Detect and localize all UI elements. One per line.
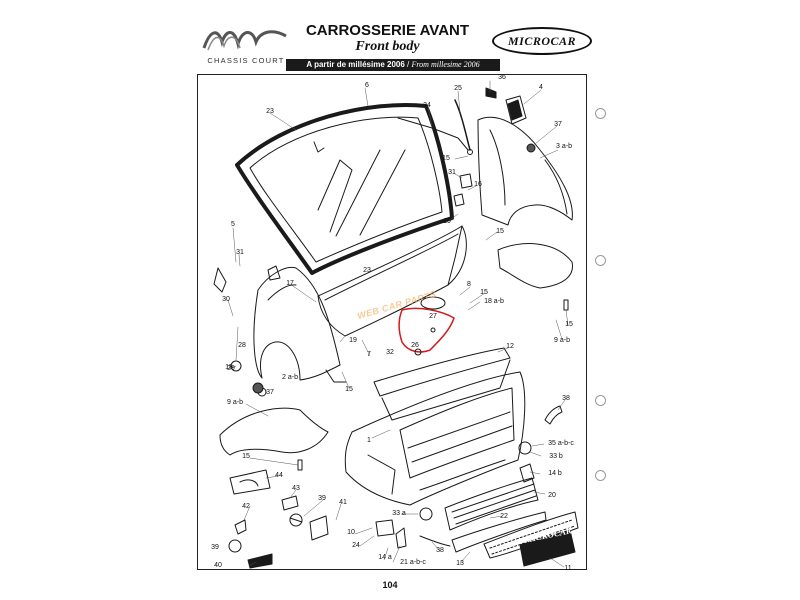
brand-badge-text: MICROCAR xyxy=(507,33,577,48)
callout-2ab: 2 a-b xyxy=(282,374,298,381)
grille-insert-part xyxy=(444,477,539,531)
callout-40: 40 xyxy=(214,562,222,569)
binder-hole xyxy=(595,395,606,406)
callout-7: 7 xyxy=(367,351,371,358)
callout-39: 39 xyxy=(211,544,219,551)
banner-text-en: From millesime 2006 xyxy=(411,60,480,69)
callout-16: 16 xyxy=(474,181,482,188)
callout-23: 23 xyxy=(363,267,371,274)
page-subtitle: Front body xyxy=(355,39,420,54)
diagram-frame xyxy=(197,74,587,570)
front-bumper-part xyxy=(344,371,526,506)
callout-21abc: 21 a-b-c xyxy=(400,559,426,566)
headlamp-seal-part xyxy=(398,307,455,353)
callout-15: 15 xyxy=(496,228,504,235)
wiper-part xyxy=(397,99,473,155)
callout-9ab-left: 9 a-b xyxy=(227,399,243,406)
lower-grille-part xyxy=(483,511,579,559)
callout-38: 38 xyxy=(436,547,444,554)
callout-31: 31 xyxy=(448,169,456,176)
fog-lamp-left xyxy=(419,507,433,521)
callout-15: 15 xyxy=(225,364,233,371)
callout-37: 37 xyxy=(554,121,562,128)
banner-text-fr: A partir de millésime 2006 xyxy=(306,60,405,69)
front-wing-right-part xyxy=(477,116,573,226)
callout-3ab: 3 a-b xyxy=(556,143,572,150)
callout-41: 41 xyxy=(339,499,347,506)
page-title: CARROSSERIE AVANT xyxy=(305,22,470,39)
binder-hole xyxy=(595,470,606,481)
callout-14a: 14 a xyxy=(378,554,392,561)
callout-15: 15 xyxy=(442,155,450,162)
callout-30: 30 xyxy=(222,296,230,303)
callout-14b: 14 b xyxy=(548,470,562,477)
callout-36: 36 xyxy=(498,74,506,81)
callout-9ab-right: 9 a-b xyxy=(554,337,570,344)
callout-6: 6 xyxy=(365,82,369,89)
callout-37: 37 xyxy=(266,389,274,396)
callout-43: 43 xyxy=(292,485,300,492)
callout-31: 31 xyxy=(236,249,244,256)
callout-17: 17 xyxy=(286,280,294,287)
mc-logo-mark xyxy=(202,30,287,51)
page-number: 104 xyxy=(382,580,398,590)
callout-24: 24 xyxy=(352,542,360,549)
callout-42: 42 xyxy=(242,503,250,510)
callout-27: 27 xyxy=(429,313,437,320)
callout-1: 1 xyxy=(367,437,371,444)
callout-4: 4 xyxy=(539,84,543,91)
callout-19: 19 xyxy=(443,218,451,225)
callout-33a: 33 a xyxy=(392,510,406,517)
bonnet-part xyxy=(317,225,467,337)
model-year-banner: A partir de millésime 2006 / From milles… xyxy=(286,59,500,71)
spoiler-part xyxy=(451,511,547,553)
callout-44: 44 xyxy=(275,472,283,479)
mirror-cover-left-part xyxy=(213,267,227,293)
mirror-cover-right-part xyxy=(505,95,527,125)
callout-34: 34 xyxy=(423,102,431,109)
logo-tagline: CHASSIS COURT xyxy=(207,56,285,65)
callout-8: 8 xyxy=(467,281,471,288)
binder-hole xyxy=(595,255,606,266)
wheel-arch-liner-right-part xyxy=(497,243,574,289)
fog-lamp-right xyxy=(518,441,532,455)
callout-29: 29 xyxy=(227,365,235,372)
callout-19: 19 xyxy=(349,337,357,344)
callout-23: 23 xyxy=(266,108,274,115)
page-title-block: CARROSSERIE AVANT Front body xyxy=(300,22,475,55)
brand-badge: MICROCAR xyxy=(492,27,592,55)
callout-35abc: 35 a-b-c xyxy=(548,440,574,447)
panel-badge-plate xyxy=(519,529,576,567)
callout-22: 22 xyxy=(500,513,508,520)
front-wing-left-part xyxy=(253,266,347,383)
windscreen-part xyxy=(235,102,454,275)
callout-15: 15 xyxy=(480,289,488,296)
binder-hole xyxy=(595,108,606,119)
callout-10: 10 xyxy=(347,529,355,536)
callout-26: 26 xyxy=(411,342,419,349)
callout-33b: 33 b xyxy=(549,453,563,460)
callout-32: 32 xyxy=(386,349,394,356)
upper-grille-part xyxy=(373,347,511,421)
brand-logo: CHASSIS COURT xyxy=(200,22,292,68)
callout-28: 28 xyxy=(238,342,246,349)
callout-13: 13 xyxy=(456,560,464,567)
callout-18ab: 18 a-b xyxy=(484,298,504,305)
wheel-arch-liner-left-part xyxy=(219,407,329,456)
callout-25: 25 xyxy=(454,85,462,92)
callout-5: 5 xyxy=(231,221,235,228)
callout-38: 38 xyxy=(562,395,570,402)
callout-15: 15 xyxy=(565,321,573,328)
callout-20: 20 xyxy=(548,492,556,499)
callout-15: 15 xyxy=(345,386,353,393)
callout-15: 15 xyxy=(242,453,250,460)
banner-separator: / xyxy=(404,60,412,69)
callout-39: 39 xyxy=(318,495,326,502)
callout-11: 11 xyxy=(564,565,572,572)
callout-12: 12 xyxy=(506,343,514,350)
